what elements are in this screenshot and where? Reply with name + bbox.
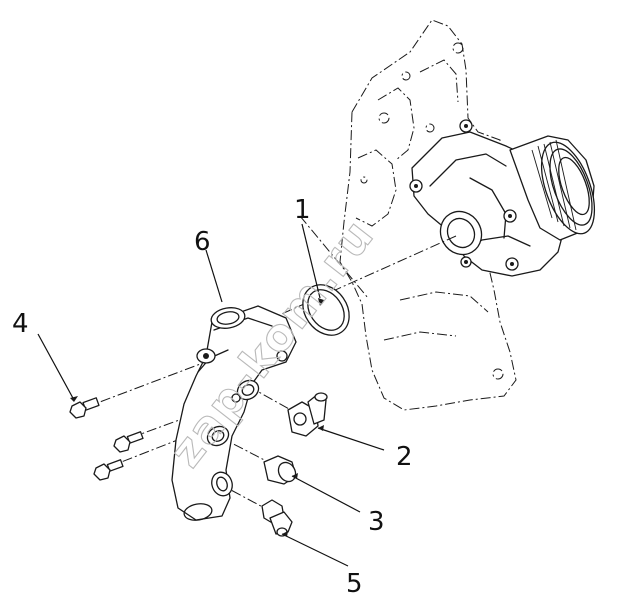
- engine-housing: [339, 19, 517, 411]
- bolt-middle: [113, 431, 144, 453]
- callout-2: 2: [396, 442, 413, 472]
- callout-1: 1: [294, 195, 311, 225]
- leader-lines: [37, 223, 385, 567]
- callout-3: 3: [368, 507, 385, 537]
- o-ring-part-1: [302, 284, 350, 336]
- callout-5: 5: [346, 569, 363, 599]
- coolant-elbow-part-6: [171, 305, 297, 521]
- bolt-upper: [69, 397, 100, 419]
- bolts-part-4: [69, 397, 144, 481]
- fitting-part-2: [287, 392, 328, 437]
- bolt-lower: [93, 459, 124, 481]
- plug-part-3: [263, 455, 297, 485]
- callout-6: 6: [194, 227, 211, 257]
- water-pump-body: [409, 119, 596, 277]
- callout-4: 4: [12, 309, 29, 339]
- adapter-part-5: [261, 499, 293, 537]
